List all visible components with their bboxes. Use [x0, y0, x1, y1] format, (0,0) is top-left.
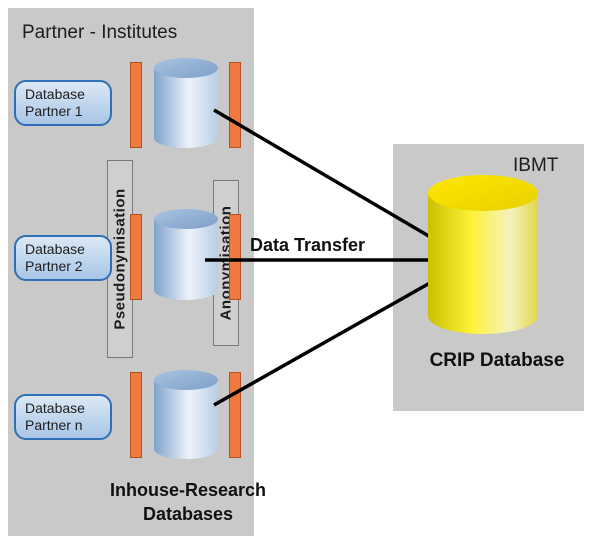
pseudonymisation-bar-1 [130, 62, 142, 148]
crip-database-label: CRIP Database [429, 350, 565, 371]
database-partner-n: Database Partner n [14, 394, 112, 440]
database-partner-2-line1: Database [25, 241, 85, 257]
partner-1-database-icon [154, 58, 218, 148]
anonymisation-bar-1 [229, 62, 241, 148]
inhouse-research-label: Inhouse-Research Databases [72, 478, 304, 526]
pseudonymisation-bar-3 [130, 372, 142, 458]
database-partner-1: Database Partner 1 [14, 80, 112, 126]
transfer-arrow-n [213, 273, 446, 407]
crip-database-icon [428, 175, 538, 334]
partner-n-database-icon [154, 370, 218, 459]
database-partner-1-line1: Database [25, 86, 85, 102]
database-partner-2-line2: Partner 2 [25, 258, 83, 274]
data-transfer-label: Data Transfer [250, 235, 366, 255]
ibmt-title: IBMT [513, 155, 559, 176]
database-partner-1-line2: Partner 1 [25, 103, 83, 119]
database-partner-2: Database Partner 2 [14, 235, 112, 281]
database-partner-n-line1: Database [25, 400, 85, 416]
inhouse-research-line1: Inhouse-Research [109, 480, 267, 500]
transfer-arrow-1 [213, 108, 446, 247]
anonymisation-bar-2 [229, 214, 241, 300]
database-partner-n-line2: Partner n [25, 417, 83, 433]
partner-2-database-icon [154, 209, 218, 300]
pseudonymisation-bar-2 [130, 214, 142, 300]
inhouse-research-line2: Databases [142, 504, 234, 524]
partner-institutes-title: Partner - Institutes [22, 22, 178, 43]
